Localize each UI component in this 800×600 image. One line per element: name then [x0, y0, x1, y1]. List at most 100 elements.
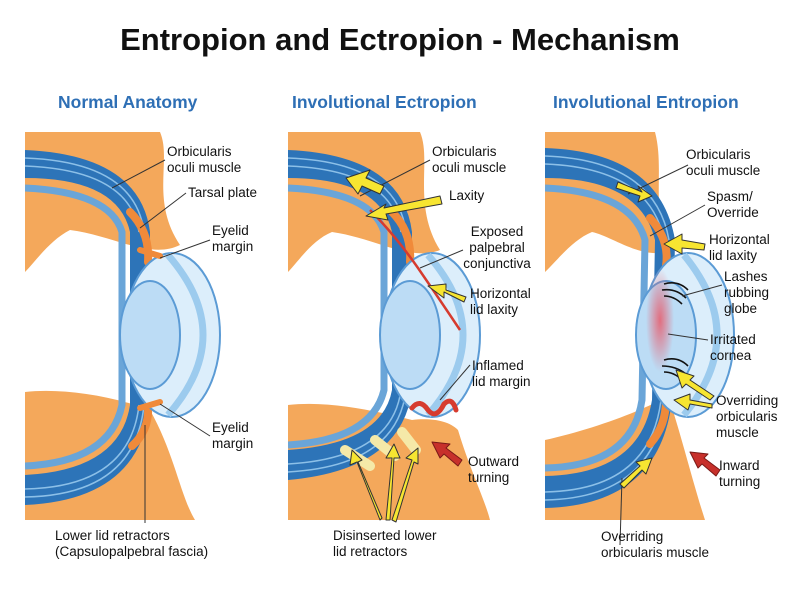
- eyelid-margin-bottom: [137, 399, 163, 411]
- label-overriding-right-line: muscle: [716, 425, 759, 440]
- irritated-cornea-glow: [646, 268, 674, 372]
- label-horizontal-laxity-line: lid laxity: [470, 302, 518, 317]
- entropion-leader-lines: [619, 164, 723, 546]
- cornea: [425, 252, 467, 418]
- label-irritated-cornea-line: cornea: [710, 348, 752, 363]
- horizontal-laxity-arrow-icon: [663, 233, 706, 255]
- label-laxity: Laxity: [449, 188, 485, 203]
- label-outward-turning-line: turning: [468, 470, 509, 485]
- panel-heading-entropion: Involutional Entropion: [553, 92, 739, 112]
- ectropion-panel: [288, 132, 528, 520]
- entropion-panel: [545, 132, 783, 520]
- lens: [379, 280, 441, 390]
- label-horizontal-laxity-line: Horizontal: [470, 286, 531, 301]
- label-eyelid-margin-bottom-line: Eyelid: [212, 420, 249, 435]
- label-horizontal-laxity-line: Horizontal: [709, 232, 770, 247]
- eyelid-margin-top: [137, 247, 163, 259]
- label-retractors: Lower lid retractors(Capsulopalpebral fa…: [55, 528, 208, 559]
- label-exposed-conjunctiva-line: Exposed: [471, 224, 524, 239]
- label-orbicularis-line: Orbicularis: [167, 144, 232, 159]
- label-orbicularis-line: oculi muscle: [432, 160, 506, 175]
- cornea: [165, 252, 207, 418]
- label-horizontal-laxity-line: lid laxity: [709, 248, 757, 263]
- label-retractors-line: Lower lid retractors: [55, 528, 170, 543]
- label-tarsal-plate: Tarsal plate: [188, 185, 257, 200]
- retractor-arrow-left-icon: [349, 449, 383, 521]
- label-disinserted-retractors-line: Disinserted lower: [333, 528, 437, 543]
- label-orbicularis-line: oculi muscle: [167, 160, 241, 175]
- label-tarsal-plate-line: Tarsal plate: [188, 185, 257, 200]
- outward-turning-arrow-icon: [431, 441, 463, 467]
- inward-turning-arrow-icon: [689, 451, 721, 477]
- label-overriding-bottom-line: Overriding: [601, 529, 663, 544]
- muscle-stripes: [25, 157, 145, 498]
- label-retractors-line: (Capsulopalpebral fascia): [55, 544, 208, 559]
- lower-muscle-arrow-icon: [619, 457, 653, 489]
- label-lashes-rubbing-line: Lashes: [724, 269, 768, 284]
- label-orbicularis-line: Orbicularis: [686, 147, 751, 162]
- cornea: [681, 252, 721, 418]
- label-overriding-bottom-line: orbicularis muscle: [601, 545, 709, 560]
- label-inward-turning-line: turning: [719, 474, 760, 489]
- label-exposed-conjunctiva-line: palpebral: [469, 240, 525, 255]
- inner-layer: [25, 184, 126, 470]
- inflamed-lid-margin: [409, 398, 459, 417]
- normal-leader-lines: [111, 159, 211, 523]
- entropion-arrows: [615, 181, 721, 489]
- retractor-arrow-right-icon: [391, 447, 419, 523]
- spasm-arrow-icon: [615, 181, 653, 203]
- label-orbicularis-line: Orbicularis: [432, 144, 497, 159]
- label-eyelid-margin-top-line: Eyelid: [212, 223, 249, 238]
- page-title: Entropion and Ectropion - Mechanism: [120, 22, 680, 57]
- overriding-arrow-lower-icon: [673, 393, 713, 411]
- exposed-conjunctiva: [369, 209, 462, 331]
- label-spasm-line: Spasm/: [707, 189, 753, 204]
- label-inflamed-margin-line: Inflamed: [472, 358, 524, 373]
- label-overriding-right-line: orbicularis: [716, 409, 778, 424]
- muscle-stripes: [545, 155, 670, 501]
- laxity-pointer-icon: [365, 195, 443, 221]
- label-disinserted-retractors-line: lid retractors: [333, 544, 408, 559]
- laxity-arrow-icon: [345, 169, 385, 195]
- label-orbicularis-line: oculi muscle: [686, 163, 760, 178]
- inner-layer: [288, 184, 388, 449]
- label-irritated-cornea-line: Irritated: [710, 332, 756, 347]
- label-outward-turning-line: Outward: [468, 454, 519, 469]
- ectropion-arrows: [345, 169, 467, 523]
- label-spasm: Spasm/Override: [707, 189, 759, 220]
- label-eyelid-margin-top-line: margin: [212, 239, 253, 254]
- label-inflamed-margin-line: lid margin: [472, 374, 531, 389]
- lens: [119, 280, 181, 390]
- label-overriding-right-line: Overriding: [716, 393, 778, 408]
- label-laxity-line: Laxity: [449, 188, 485, 203]
- label-exposed-conjunctiva-line: conjunctiva: [463, 256, 531, 271]
- panel-heading-normal: Normal Anatomy: [58, 92, 198, 112]
- horizontal-laxity-arrow-icon: [427, 283, 467, 303]
- tarsal-plate-upper: [126, 208, 153, 266]
- overriding-arrow-upper-icon: [675, 369, 715, 401]
- panel-heading-ectropion: Involutional Ectropion: [292, 92, 477, 112]
- label-spasm-line: Override: [707, 205, 759, 220]
- lashes-upper: [661, 282, 689, 305]
- label-lashes-rubbing-line: globe: [724, 301, 757, 316]
- label-eyelid-margin-bottom-line: margin: [212, 436, 253, 451]
- label-inward-turning-line: Inward: [719, 458, 760, 473]
- label-lashes-rubbing-line: rubbing: [724, 285, 769, 300]
- retractor-arrow-mid-icon: [385, 443, 401, 521]
